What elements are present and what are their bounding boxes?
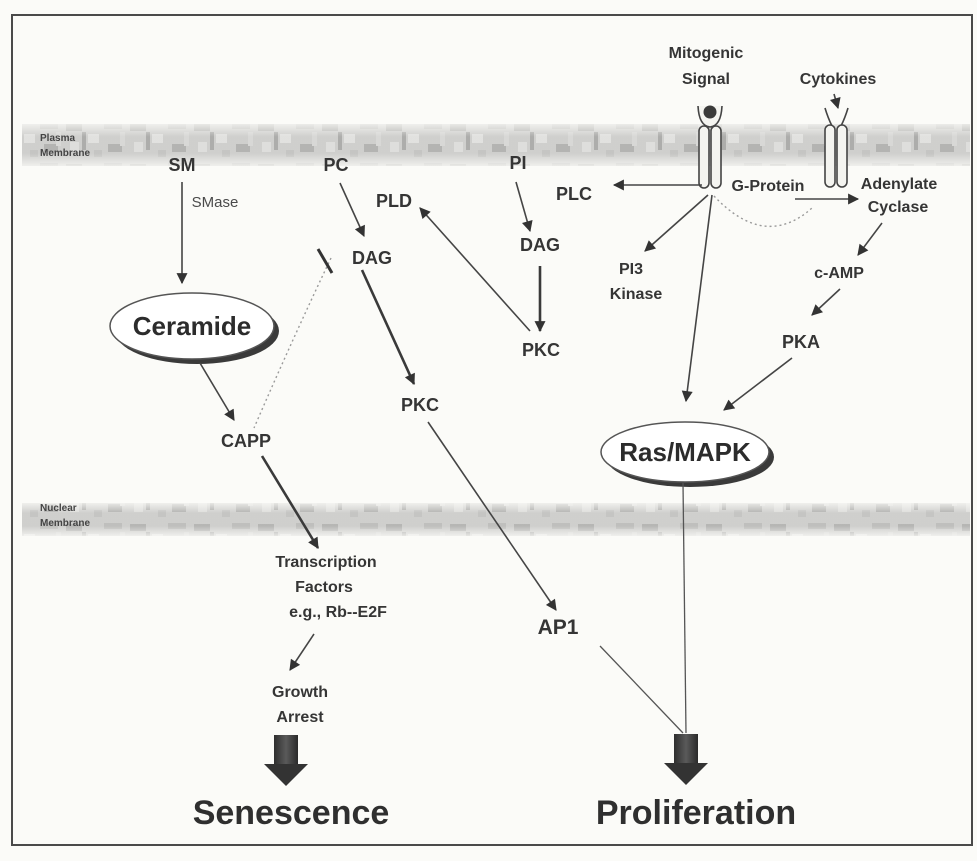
arrow-pkc-to-pld (419, 207, 531, 332)
ceramide-node: Ceramide (109, 292, 279, 364)
arrow-g-protein-to-ras-mapk (681, 194, 713, 403)
arrow-dag-to-pkc (360, 269, 416, 386)
inhibition-mark (316, 248, 334, 274)
adenylate-cyclase-label-line1: Adenylate (861, 176, 938, 193)
nuclear-membrane-label-line1: Nuclear (40, 503, 77, 514)
dotted-link-g-protein-to-cyclase (713, 195, 813, 228)
block-arrow-senescence (264, 735, 308, 786)
transcription-factors-label-line2: Factors (295, 579, 353, 596)
arrow-pka-to-ras-mapk (723, 357, 793, 411)
cytokine-receptor-icon (824, 107, 849, 188)
plasma-membrane-label-line2: Membrane (40, 148, 90, 159)
arrow-transcription-to-growth-arrest (289, 633, 315, 671)
nuclear-membrane: Nuclear Membrane (22, 503, 970, 536)
arrow-c-amp-to-pka (811, 288, 841, 316)
arrow-pc-to-dag (339, 182, 365, 238)
line-ap1-to-proliferation (599, 645, 684, 734)
capp-label: CAPP (221, 431, 271, 451)
growth-arrest-label-line2: Arrest (276, 709, 324, 726)
mitogenic-signal-label-line2: Signal (682, 71, 730, 88)
pc-label: PC (323, 155, 348, 175)
pld-label: PLD (376, 191, 412, 211)
arrow-ceramide-to-capp (199, 362, 235, 421)
pka-label: PKA (782, 332, 820, 352)
nuclear-membrane-band-fade (22, 503, 970, 536)
pi-label: PI (509, 153, 526, 173)
diagram-frame (11, 14, 973, 846)
transcription-factors-example: e.g., Rb--E2F (289, 604, 387, 621)
arrow-pkc-to-ap1 (427, 421, 557, 611)
smase-label: SMase (192, 194, 239, 211)
plc-label: PLC (556, 184, 592, 204)
transcription-factors-label-line1: Transcription (275, 554, 376, 571)
g-protein-label: G-Protein (732, 178, 805, 195)
mitogenic-receptor-icon (697, 105, 723, 189)
dag-from-pi-label: DAG (520, 235, 560, 255)
sm-label: SM (169, 155, 196, 175)
plasma-membrane-band-fade (22, 124, 970, 166)
mitogenic-signal-label-line1: Mitogenic (669, 45, 744, 62)
plasma-membrane: Plasma Membrane (22, 124, 970, 166)
arrow-capp-to-transcription-factors (260, 455, 320, 549)
plasma-membrane-label-line1: Plasma (40, 133, 75, 144)
pi3-kinase-label-line1: PI3 (619, 261, 643, 278)
arrow-cyclase-to-c-amp (857, 222, 883, 256)
dotted-link-dag-to-capp (253, 257, 332, 429)
growth-arrest-label-line1: Growth (272, 684, 328, 701)
block-arrow-proliferation (664, 734, 708, 785)
proliferation-label: Proliferation (596, 794, 796, 832)
ceramide-label: Ceramide (133, 311, 252, 341)
nuclear-membrane-label-line2: Membrane (40, 518, 90, 529)
ras-mapk-label: Ras/MAPK (619, 437, 751, 467)
c-amp-label: c-AMP (814, 265, 864, 282)
pkc-from-pi-label: PKC (522, 340, 560, 360)
pkc-from-dag-label: PKC (401, 395, 439, 415)
arrow-g-protein-to-pi3-kinase (644, 194, 709, 252)
pi3-kinase-label-line2: Kinase (610, 286, 663, 303)
adenylate-cyclase-label-line2: Cyclase (868, 199, 929, 216)
ras-mapk-node: Ras/MAPK (600, 421, 774, 487)
dag-from-pc-label: DAG (352, 248, 392, 268)
arrow-cytokines-to-receptor (829, 93, 841, 110)
arrow-pi-to-dag (515, 181, 533, 233)
cytokines-label: Cytokines (800, 71, 877, 88)
senescence-label: Senescence (193, 794, 390, 832)
ap1-label: AP1 (538, 616, 579, 639)
line-ras-mapk-to-proliferation (682, 482, 687, 734)
